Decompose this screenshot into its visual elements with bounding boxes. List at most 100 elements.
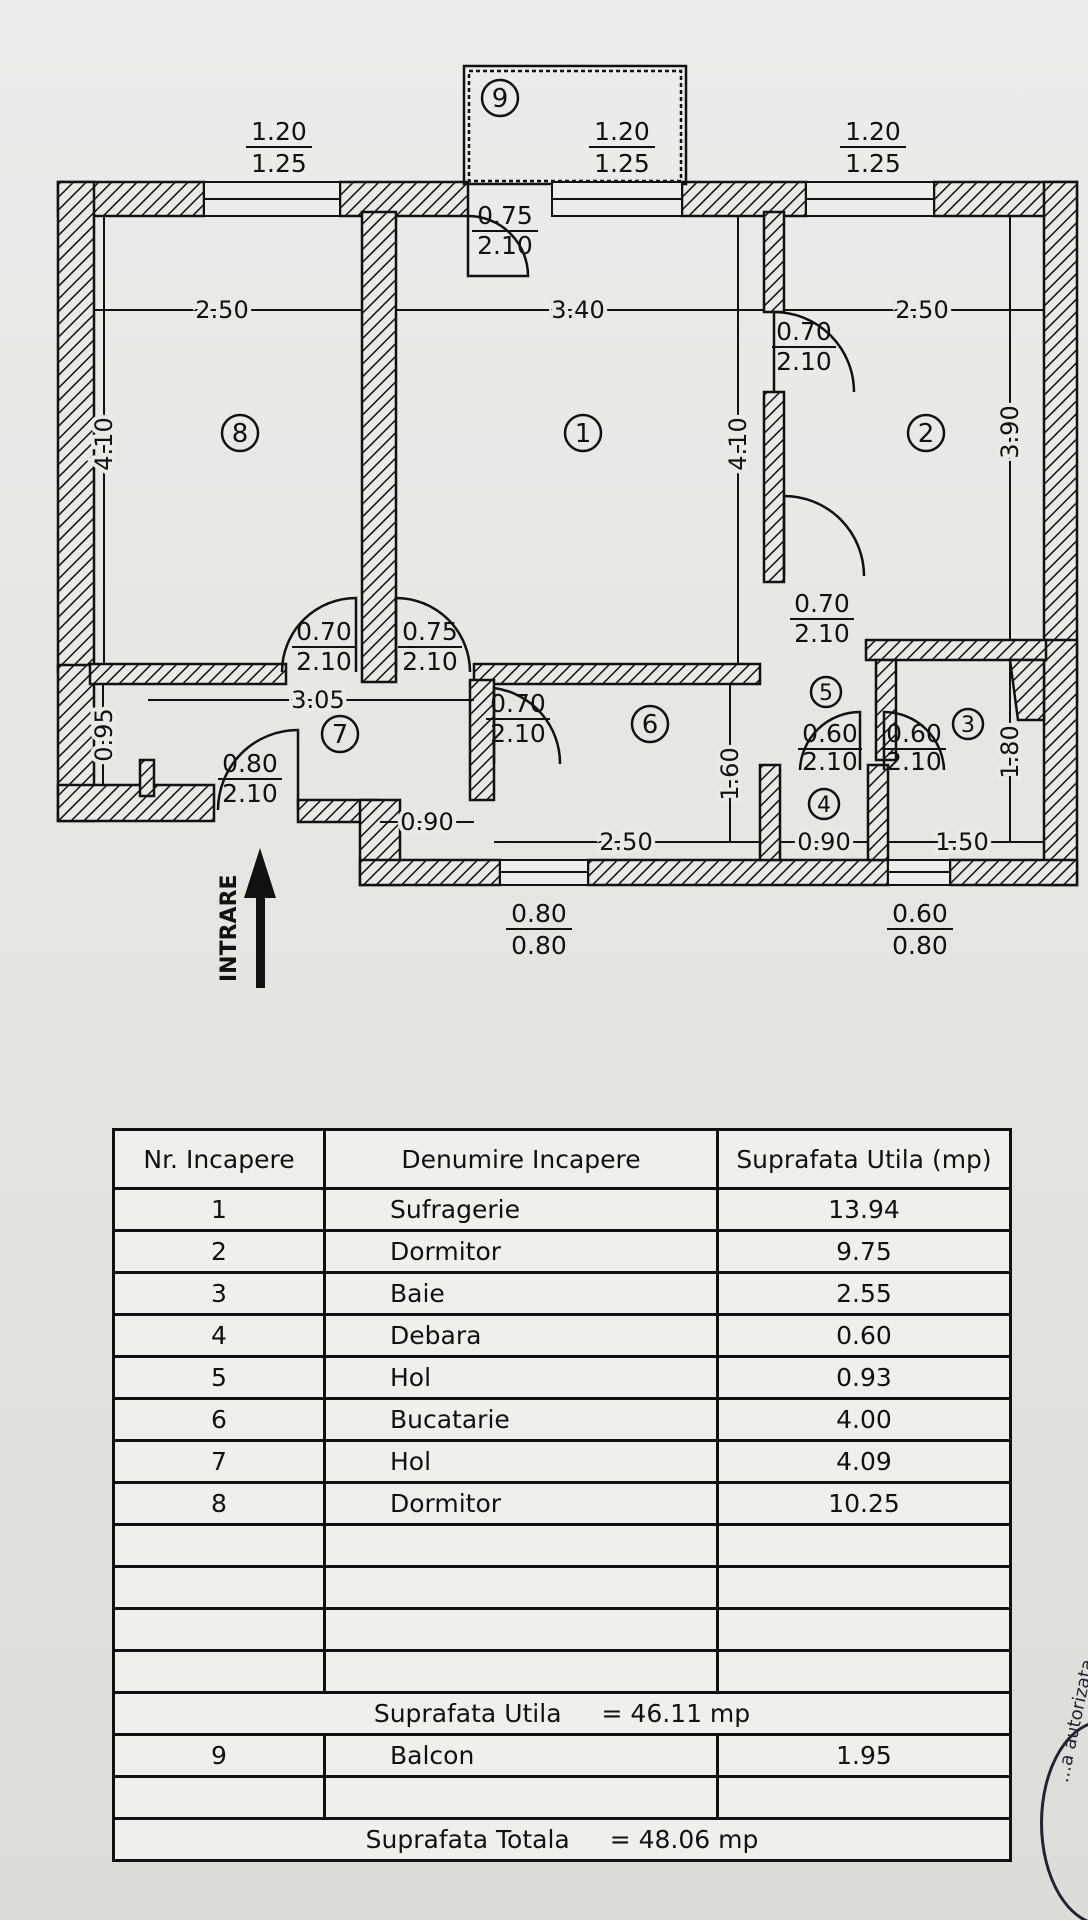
door-swings <box>216 214 946 811</box>
empty-row <box>112 1523 1012 1568</box>
room-area-table: Nr. Incapere Denumire Incapere Suprafata… <box>112 1128 1012 1862</box>
row-nr: 1 <box>112 1187 326 1232</box>
row-name: Hol <box>323 1439 719 1484</box>
col-header-area: Suprafata Utila (mp) <box>716 1128 1012 1190</box>
window-2-height: 1.25 <box>594 149 650 178</box>
walls <box>56 180 1079 887</box>
usable-area-value: = 46.11 mp <box>601 1699 751 1728</box>
room-number-2: 2 <box>918 419 935 449</box>
dim-room2-height: 3.90 <box>996 405 1024 458</box>
dim-bath-height: 1.80 <box>996 725 1024 778</box>
dim-hall-width: 3.05 <box>291 686 344 714</box>
window-3-width: 1.20 <box>845 117 901 146</box>
row-nr: 4 <box>112 1313 326 1358</box>
door-bath-height: 2.10 <box>886 747 942 776</box>
door-debara-height: 2.10 <box>802 747 858 776</box>
row-nr: 2 <box>112 1229 326 1274</box>
empty-row <box>112 1775 1012 1820</box>
room-number-5: 5 <box>819 681 833 706</box>
room-numbers: 1 2 3 4 5 6 7 8 9 <box>232 84 975 818</box>
row-area: 13.94 <box>716 1187 1012 1232</box>
row-nr: 3 <box>112 1271 326 1316</box>
balcony-area: 1.95 <box>716 1733 1012 1778</box>
door-bath-width: 0.60 <box>886 719 942 748</box>
dim-kitchen-width: 2.50 <box>599 828 652 856</box>
window-labels: 1.20 1.25 1.20 1.25 1.20 1.25 0.80 0.80 … <box>246 117 953 960</box>
dim-room8-height: 4.10 <box>90 417 118 470</box>
door-debara-width: 0.60 <box>802 719 858 748</box>
room-number-1: 1 <box>575 419 592 449</box>
room-number-3: 3 <box>961 713 975 738</box>
door-entry-height: 2.10 <box>222 779 278 808</box>
window-2-width: 1.20 <box>594 117 650 146</box>
room-number-8: 8 <box>232 419 249 449</box>
row-area: 10.25 <box>716 1481 1012 1526</box>
balcony-name: Balcon <box>323 1733 719 1778</box>
door-room8-height: 2.10 <box>296 647 352 676</box>
dim-debara-width: 0.90 <box>797 828 850 856</box>
row-name: Bucatarie <box>323 1397 719 1442</box>
window-4-height: 0.80 <box>511 931 567 960</box>
door-kitchen-width: 0.70 <box>490 689 546 718</box>
usable-area-label: Suprafata Utila <box>373 1699 562 1728</box>
door-room2-width: 0.70 <box>776 317 832 346</box>
row-nr: 5 <box>112 1355 326 1400</box>
row-name: Dormitor <box>323 1229 719 1274</box>
row-name: Sufragerie <box>323 1187 719 1232</box>
row-nr: 8 <box>112 1481 326 1526</box>
row-area: 0.93 <box>716 1355 1012 1400</box>
window-frames <box>203 181 951 886</box>
dim-bath-width: 1.50 <box>935 828 988 856</box>
table-header-row: Nr. Incapere Denumire Incapere Suprafata… <box>112 1128 1012 1190</box>
row-name: Baie <box>323 1271 719 1316</box>
row-name: Hol <box>323 1355 719 1400</box>
window-3-height: 1.25 <box>845 149 901 178</box>
dim-room2-width: 2.50 <box>895 296 948 324</box>
door-room2-lower-height: 2.10 <box>794 619 850 648</box>
window-5-height: 0.80 <box>892 931 948 960</box>
total-area-label: Suprafata Totala <box>365 1825 570 1854</box>
dimension-lines <box>94 216 1044 843</box>
entry-arrow-icon <box>244 848 276 988</box>
room-number-7: 7 <box>332 720 349 750</box>
row-area: 4.00 <box>716 1397 1012 1442</box>
dim-hall-small: 0.90 <box>400 808 453 836</box>
window-5-width: 0.60 <box>892 899 948 928</box>
room-number-markers <box>220 78 985 821</box>
row-area: 2.55 <box>716 1271 1012 1316</box>
room-number-4: 4 <box>817 793 831 818</box>
window-1-height: 1.25 <box>251 149 307 178</box>
row-area: 4.09 <box>716 1439 1012 1484</box>
door-room1-height: 2.10 <box>402 647 458 676</box>
total-area-row: Suprafata Totala= 48.06 mp <box>112 1817 1012 1862</box>
window-4-width: 0.80 <box>511 899 567 928</box>
dim-room1-height: 4.10 <box>724 417 752 470</box>
entry-label: INTRARE <box>217 874 242 982</box>
row-area: 0.60 <box>716 1313 1012 1358</box>
floor-plan: 1.20 1.25 1.20 1.25 1.20 1.25 0.80 0.80 … <box>56 64 1079 988</box>
door-room2-lower-width: 0.70 <box>794 589 850 618</box>
col-header-name: Denumire Incapere <box>323 1128 719 1190</box>
door-balcony-height: 2.10 <box>477 231 533 260</box>
dim-hall-height: 0.95 <box>90 708 118 761</box>
door-entry-width: 0.80 <box>222 749 278 778</box>
balcony-row: 9 Balcon 1.95 <box>112 1733 1012 1778</box>
door-balcony-width: 0.75 <box>477 201 533 230</box>
dim-room8-width: 2.50 <box>195 296 248 324</box>
door-room8-width: 0.70 <box>296 617 352 646</box>
empty-row <box>112 1607 1012 1652</box>
row-name: Debara <box>323 1313 719 1358</box>
door-room2-height: 2.10 <box>776 347 832 376</box>
row-area: 9.75 <box>716 1229 1012 1274</box>
dimension-texts: 2.50 3.40 2.50 4.10 4.10 3.90 3.05 0.95 … <box>86 292 1028 860</box>
col-header-nr: Nr. Incapere <box>112 1128 326 1190</box>
empty-row <box>112 1565 1012 1610</box>
